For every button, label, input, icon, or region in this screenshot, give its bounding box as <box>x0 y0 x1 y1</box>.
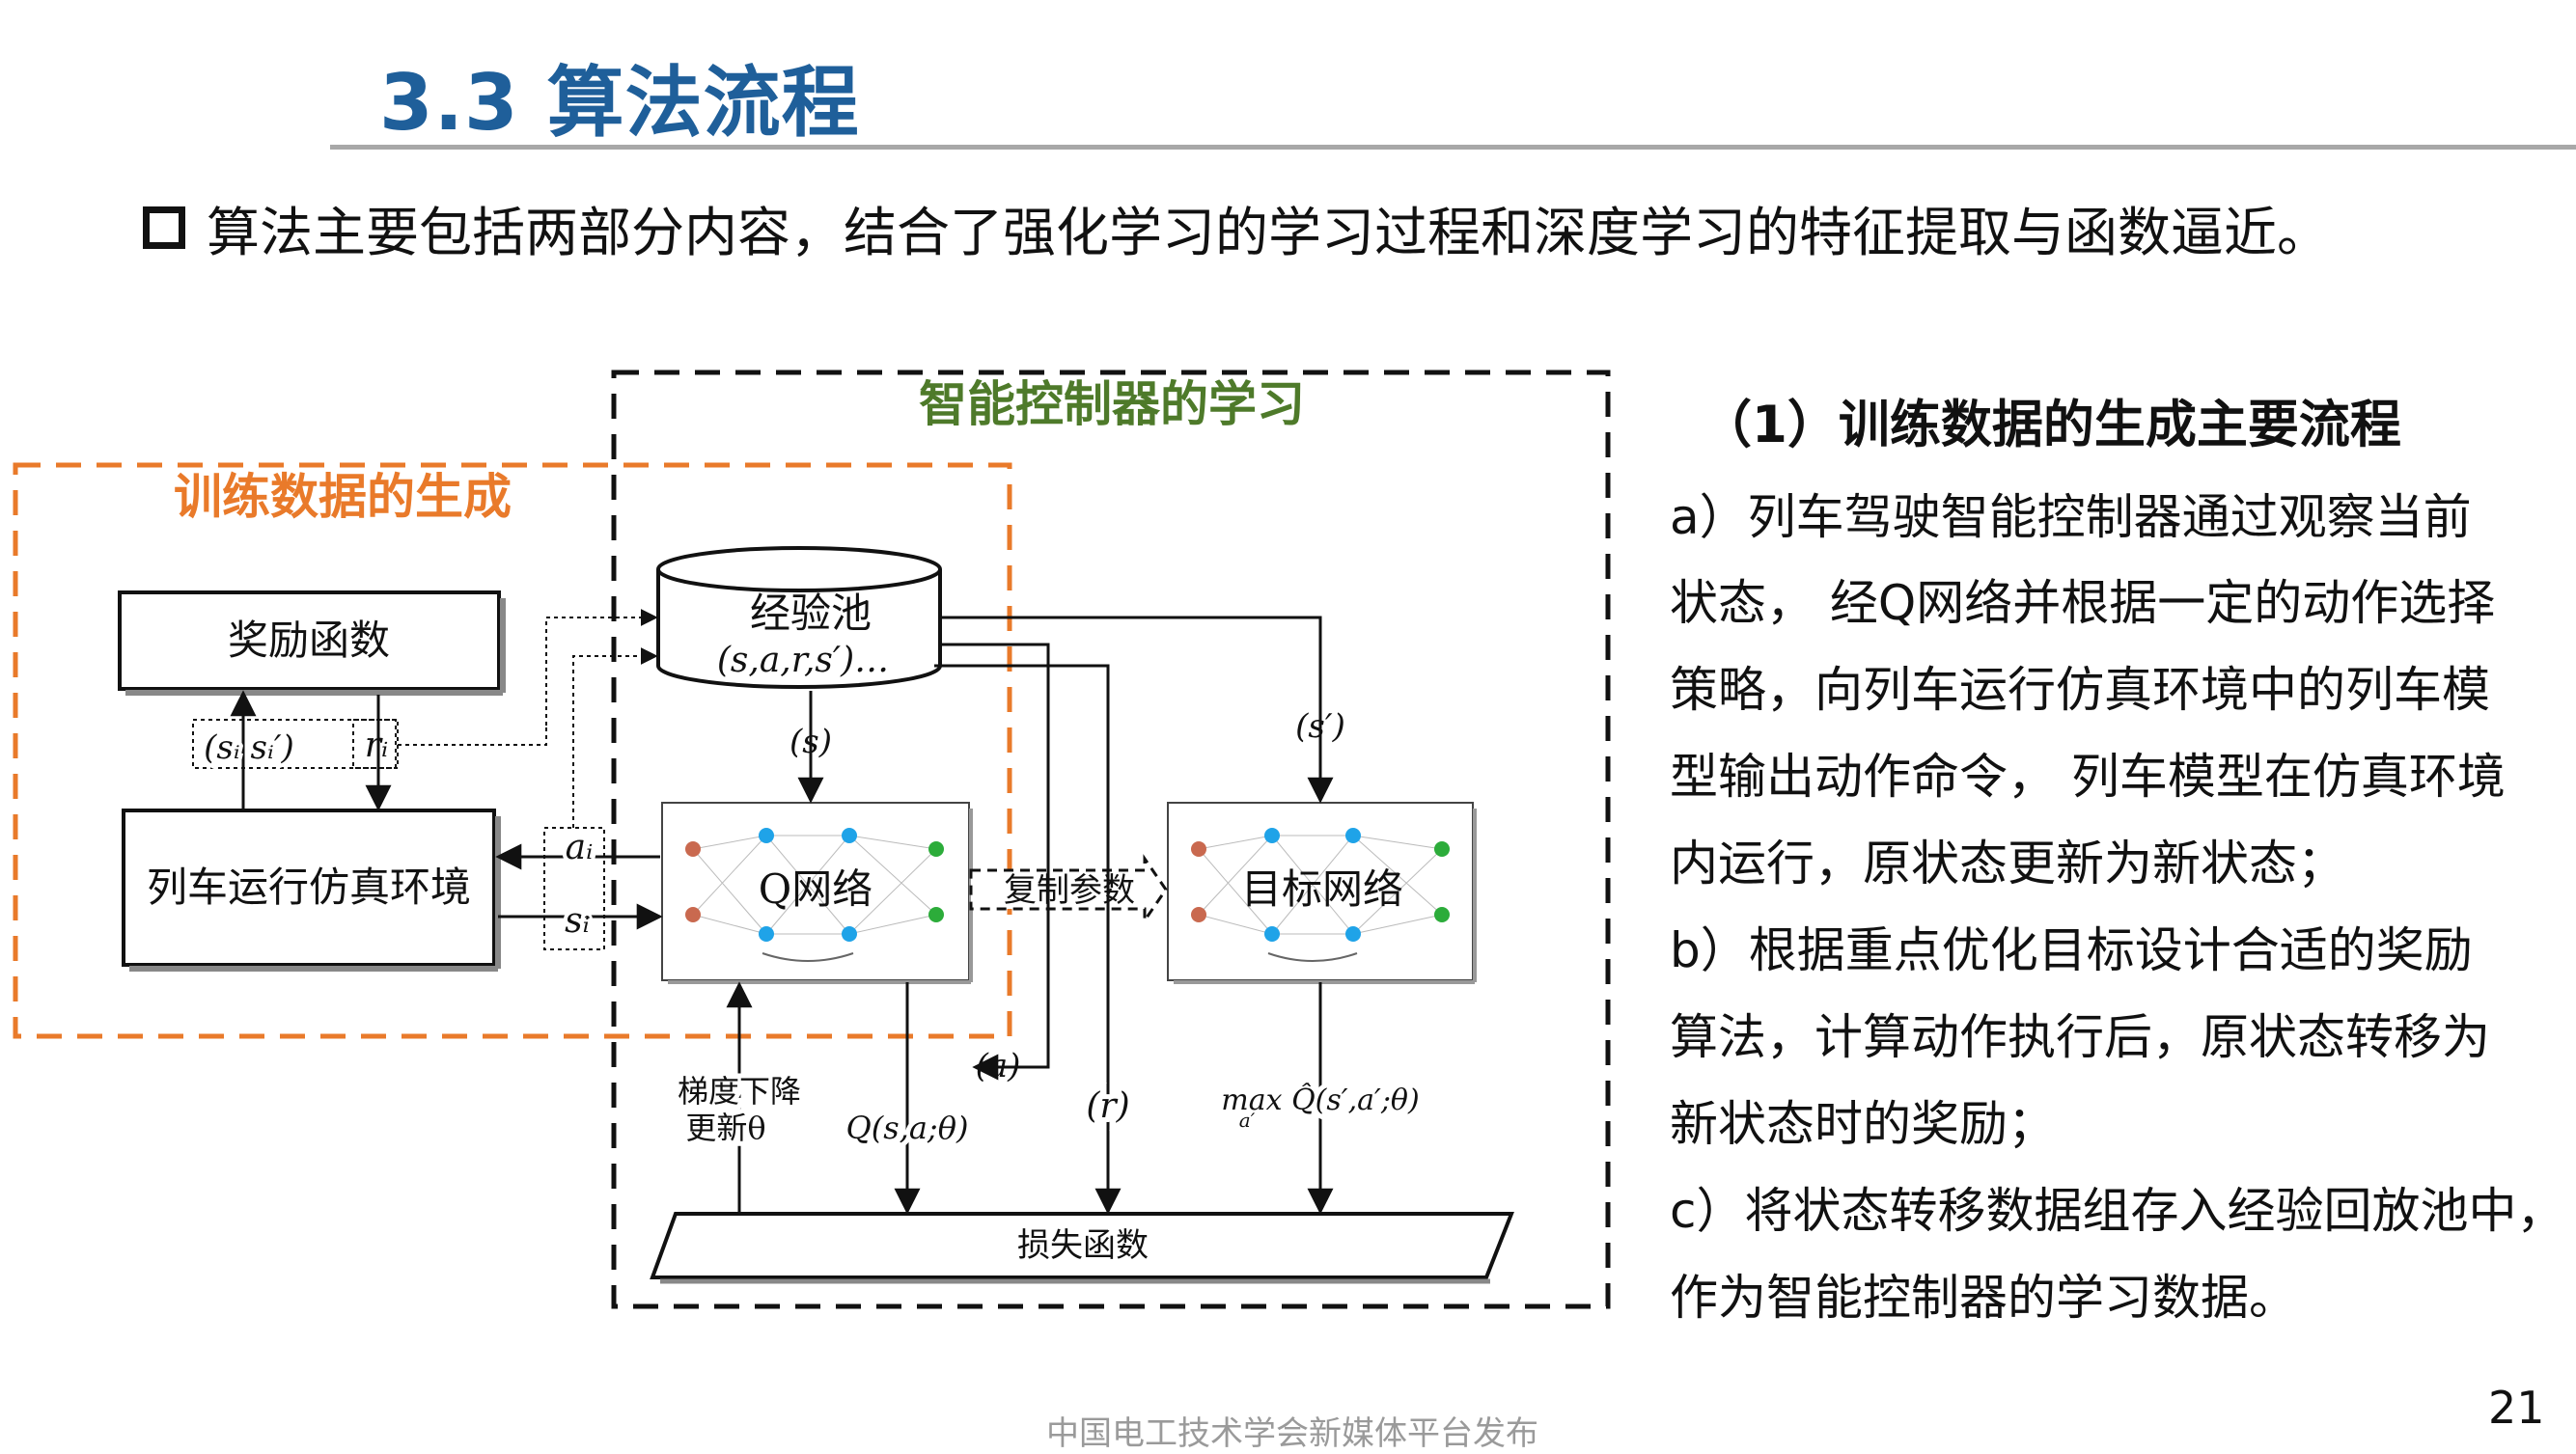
ri-to-pool-dotted <box>398 726 547 746</box>
side-line: 新状态时的奖励； <box>1670 1096 2056 1152</box>
slide-title: 3.3 算法流程 <box>379 58 860 148</box>
train-sim-environment-label: 列车运行仿真环境 <box>147 864 471 911</box>
loss-function-label: 损失函数 <box>1017 1226 1149 1265</box>
side-line: 算法，计算动作执行后，原状态转移为 <box>1670 1009 2490 1065</box>
q-network <box>661 802 973 984</box>
label-ai: aᵢ <box>566 828 594 867</box>
label-s-prime: (s′) <box>1295 707 1345 746</box>
bullet-square-icon <box>143 206 185 249</box>
experience-pool <box>656 546 942 689</box>
label-gradient-1: 梯度下降 <box>678 1073 801 1110</box>
experience-tuple-label: (s,a,r,s′)… <box>717 641 889 680</box>
side-line: c）将状态转移数据组存入经验回放池中， <box>1670 1183 2565 1239</box>
copy-params-arrow <box>969 854 1168 925</box>
label-max-sub: a′ <box>1239 1109 1256 1132</box>
pool-to-target-arrow <box>940 616 1334 804</box>
side-line: 型输出动作命令， 列车模型在仿真环境 <box>1670 749 2506 805</box>
label-q-value: Q(s,a;θ) <box>846 1110 969 1146</box>
label-r: (r) <box>1086 1086 1129 1126</box>
side-panel-title: （1）训练数据的生成主要流程 <box>1701 396 2401 454</box>
experience-pool-label: 经验池 <box>750 590 872 637</box>
target-network <box>1167 802 1477 984</box>
learning-region-title: 智能控制器的学习 <box>919 376 1305 432</box>
label-s: (s) <box>789 723 832 761</box>
label-ri: rᵢ <box>365 726 388 765</box>
label-si: sᵢ <box>565 901 590 941</box>
pool-r-line <box>934 664 1122 1215</box>
label-max-q: max Q̂(s′,a′;θ) <box>1221 1084 1419 1117</box>
side-line: a）列车驾驶智能控制器通过观察当前 <box>1670 489 2472 545</box>
side-line: b）根据重点优化目标设计合适的奖励 <box>1670 922 2473 978</box>
bullet-text: 算法主要包括两部分内容，结合了强化学习的学习过程和深度学习的特征提取与函数逼近。 <box>207 202 2331 263</box>
env-to-pool-dotted <box>572 647 658 828</box>
footer-text: 中国电工技术学会新媒体平台发布 <box>1046 1414 1538 1453</box>
loss-function-box <box>650 1212 1514 1279</box>
label-gradient-2: 更新θ <box>685 1110 765 1146</box>
si-siprime-dotted-box <box>192 719 397 769</box>
generation-region <box>13 462 1012 1039</box>
train-sim-environment-box <box>122 809 496 967</box>
generation-region-title: 训练数据的生成 <box>174 469 512 525</box>
side-line: 策略，向列车运行仿真环境中的列车模 <box>1670 662 2490 718</box>
pool-a-line <box>938 643 1050 1081</box>
q-network-label: Q网络 <box>759 865 873 913</box>
learning-region <box>611 370 1611 1309</box>
label-a: (a) <box>976 1047 1021 1085</box>
ai-si-dotted-box <box>543 827 605 950</box>
label-si-siprime: (sᵢ sᵢ′) <box>204 728 294 767</box>
target-network-label: 目标网络 <box>1241 865 1403 913</box>
copy-params-label: 复制参数 <box>1004 871 1135 910</box>
side-line: 内运行，原状态更新为新状态； <box>1670 836 2345 892</box>
side-line: 作为智能控制器的学习数据。 <box>1670 1270 2297 1326</box>
side-line: 状态， 经Q网络并根据一定的动作选择 <box>1670 575 2496 631</box>
reward-function-box <box>118 590 501 691</box>
page-number: 21 <box>2488 1382 2545 1434</box>
title-rule <box>330 145 2576 150</box>
reward-function-label: 奖励函数 <box>228 617 390 664</box>
reward-to-pool-dotted <box>545 609 658 726</box>
